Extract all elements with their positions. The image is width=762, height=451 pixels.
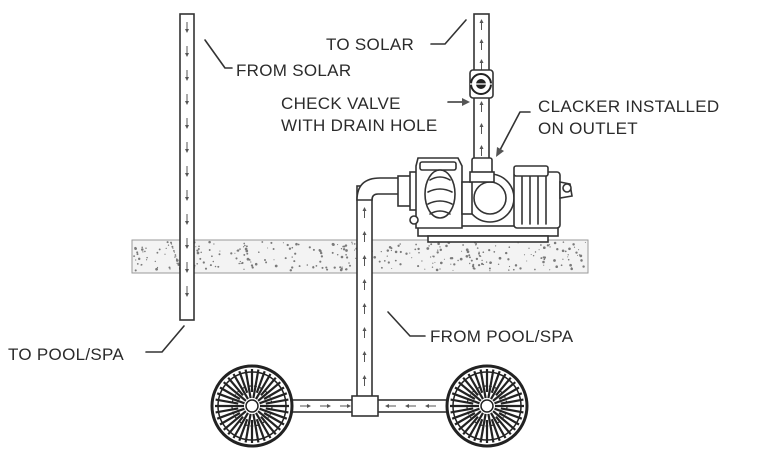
label-from-pool-spa: FROM POOL/SPA bbox=[430, 327, 574, 346]
leader-lines bbox=[145, 19, 531, 353]
suction-pipe bbox=[291, 177, 451, 417]
main-drain-left bbox=[210, 364, 294, 448]
main-drain-right bbox=[445, 364, 529, 448]
label-clacker-line2: ON OUTLET bbox=[538, 119, 638, 138]
label-clacker-line1: CLACKER INSTALLED bbox=[538, 97, 719, 116]
label-to-pool-spa: TO POOL/SPA bbox=[8, 345, 124, 364]
label-check-valve-line1: CHECK VALVE bbox=[281, 94, 401, 113]
return-pipe bbox=[179, 13, 195, 321]
label-from-solar: FROM SOLAR bbox=[236, 61, 351, 80]
pool-pump bbox=[397, 157, 573, 243]
check-valve bbox=[469, 69, 494, 99]
label-to-solar: TO SOLAR bbox=[326, 35, 414, 54]
label-check-valve-line2: WITH DRAIN HOLE bbox=[281, 116, 438, 135]
